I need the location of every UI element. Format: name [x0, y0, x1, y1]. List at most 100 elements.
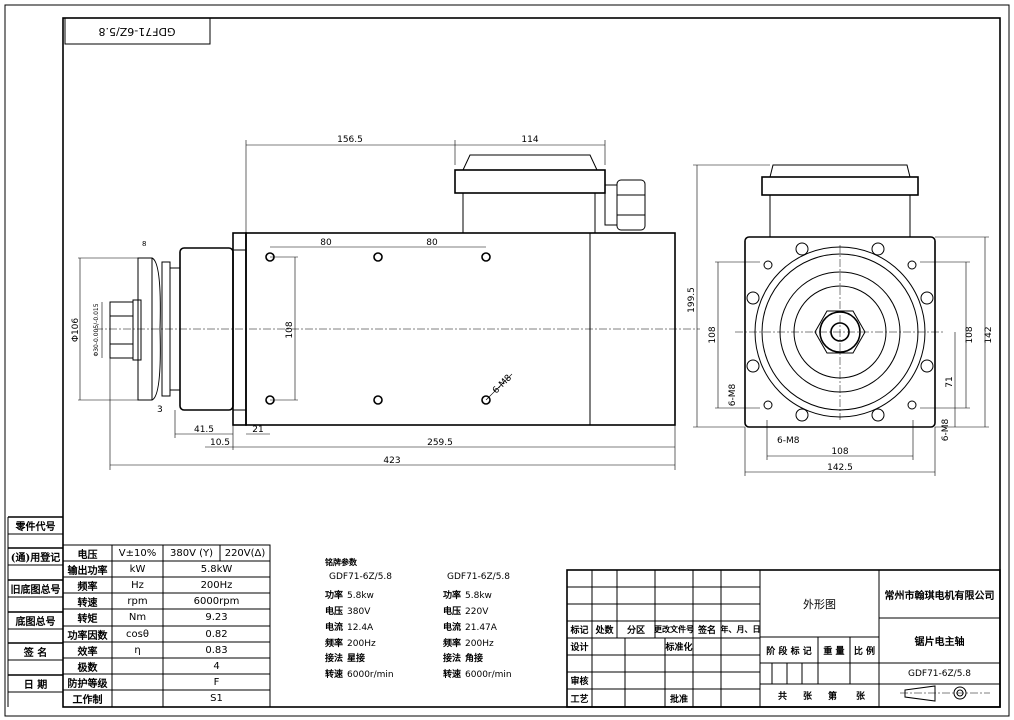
np-label: 电流 — [325, 623, 344, 633]
projection-symbol — [900, 685, 990, 702]
param-value: S1 — [210, 693, 223, 704]
np-label: 功率 — [325, 591, 344, 601]
np-value: 5.8kw — [465, 591, 492, 601]
approve-label: 批准 — [669, 694, 688, 705]
outer-border — [4, 4, 1010, 717]
title-block-grid — [566, 569, 1001, 708]
dimension-label: 8 — [142, 240, 146, 248]
np-value: 星接 — [347, 654, 366, 664]
rev-header: 标记 — [570, 626, 589, 636]
company-name: 常州市翰琪电机有限公司 — [884, 590, 995, 602]
param-name: 频率 — [77, 581, 98, 593]
np-value: 200Hz — [465, 639, 494, 649]
param-value: 200Hz — [200, 579, 233, 591]
title-tag-box — [64, 17, 211, 45]
np-label: 功率 — [443, 591, 462, 601]
np-label: 转速 — [325, 670, 344, 680]
dimension-label: 6-M8 — [728, 383, 738, 406]
np-label: 频率 — [325, 639, 344, 649]
dimension-label: 259.5 — [427, 438, 453, 448]
dimension-label: 142.5 — [827, 463, 853, 473]
dimension-label: 3 — [157, 405, 163, 415]
np-label: 电压 — [443, 607, 462, 617]
dimension-label: 108 — [965, 326, 975, 343]
dimension-label: 142 — [984, 326, 994, 343]
mounting-holes — [265, 252, 491, 405]
param-value: 6000rpm — [193, 595, 240, 607]
np-value: 380V — [347, 607, 371, 617]
np-value: 6000r/min — [465, 670, 512, 680]
dimension-label: 156.5 — [337, 135, 363, 145]
np-label: 电压 — [325, 607, 344, 617]
param-value: F — [213, 676, 220, 688]
drawing-type: 外形图 — [803, 597, 836, 611]
standardize-label: 标准化 — [665, 643, 693, 653]
sheet-unit-label: 张 — [855, 692, 865, 702]
param-unit: Nm — [128, 612, 147, 623]
param-value: 0.82 — [205, 628, 228, 640]
param-value: 0.83 — [205, 644, 228, 656]
dimension-label: 41.5 — [194, 425, 214, 435]
param-name: 效率 — [77, 646, 98, 658]
param-name: 防护等级 — [67, 678, 108, 690]
left-column-grid — [7, 516, 63, 707]
title-tag: GDF71-6Z/5.8 — [98, 25, 175, 38]
np-label: 接法 — [325, 654, 344, 664]
side-view: 156.5 114 80 80 108 6-M8 8 Φ106 Φ30-0.00… — [71, 135, 700, 470]
np-value: 12.4A — [347, 623, 374, 633]
dimension-label: 108 — [708, 326, 718, 343]
rev-header: 签名 — [697, 626, 716, 636]
param-table-grid — [62, 544, 271, 708]
np-label: 转速 — [443, 670, 462, 680]
np-value: 220V — [465, 607, 489, 617]
dimension-label: 108 — [285, 321, 295, 338]
dimension-label: 199.5 — [687, 287, 697, 313]
param-name: 工作制 — [72, 695, 103, 706]
dimension-label: Φ106 — [71, 318, 81, 343]
param-name: 功率因数 — [67, 630, 108, 642]
param-value: 380V (Y) — [169, 547, 214, 559]
np-value: 5.8kw — [347, 591, 374, 601]
rev-header: 年、月、日 — [720, 624, 761, 634]
sheets-total-label: 共 — [777, 692, 787, 702]
product-name: 锯片电主轴 — [914, 637, 965, 648]
param-value-delta: 220V(Δ) — [224, 547, 266, 559]
dimension-label: 71 — [945, 376, 955, 387]
np-value: 角接 — [465, 654, 484, 664]
left-label-base-number: 底图总号 — [15, 617, 56, 628]
dimension-label: 114 — [521, 135, 538, 145]
model-number: GDF71-6Z/5.8 — [907, 668, 972, 679]
rev-header: 处数 — [595, 626, 614, 636]
left-label-general-register: (通)用登记 — [10, 553, 61, 564]
dimension-label: 6-M8 — [491, 373, 514, 396]
dimension-label: 21 — [252, 425, 263, 435]
param-unit: cosθ — [126, 628, 149, 640]
np-label: 频率 — [443, 639, 462, 649]
np-label: 接法 — [443, 654, 462, 664]
process-label: 工艺 — [570, 694, 589, 705]
param-value: 4 — [213, 660, 220, 672]
np-value: 21.47A — [465, 623, 497, 633]
np-value: GDF71-6Z/5.8 — [329, 572, 393, 582]
dimension-label: 108 — [831, 447, 848, 457]
param-unit: kW — [129, 563, 146, 575]
left-label-signature: 签 名 — [23, 648, 48, 659]
param-name: 转矩 — [77, 614, 98, 625]
dimension-label: 6-M8 — [941, 418, 951, 441]
rev-header: 分区 — [626, 626, 645, 636]
left-label-old-base-number: 旧底图总号 — [10, 585, 61, 596]
param-unit: rpm — [127, 595, 148, 607]
np-value: GDF71-6Z/5.8 — [447, 572, 511, 582]
dimension-label: 423 — [383, 456, 400, 466]
stage-mark-label: 阶 段 标 记 — [766, 646, 812, 657]
dimension-label: 80 — [426, 238, 438, 248]
left-label-date: 日 期 — [23, 680, 48, 691]
inner-frame — [62, 17, 1001, 708]
sheets-unit-label: 张 — [802, 692, 812, 702]
weight-label: 重 量 — [823, 646, 845, 657]
np-label: 电流 — [443, 623, 462, 633]
np-value: 200Hz — [347, 639, 376, 649]
nameplate-heading: 铭牌参数 — [325, 557, 357, 567]
